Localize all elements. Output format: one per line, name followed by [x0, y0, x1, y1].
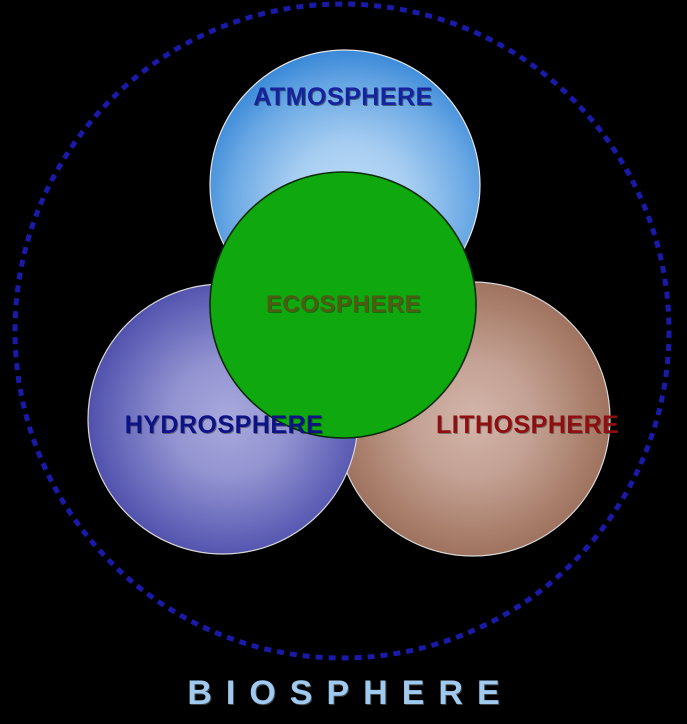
- diagram-title-biosphere: BIOSPHERE: [187, 674, 514, 712]
- biosphere-boundary-circle: [12, 1, 672, 661]
- sphere-ecosphere[interactable]: [209, 171, 477, 439]
